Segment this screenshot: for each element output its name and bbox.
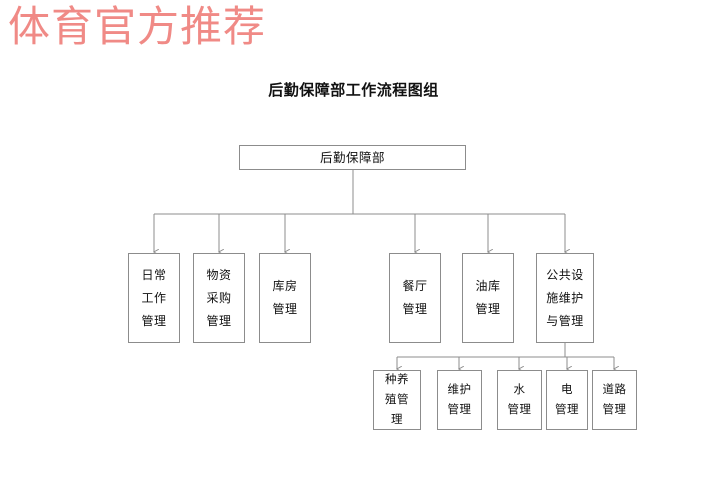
node-label: 物资 采购 管理 [206, 267, 232, 328]
node-level2-4[interactable]: 餐厅 管理 [389, 253, 441, 343]
node-level2-1[interactable]: 日常 工作 管理 [128, 253, 180, 343]
node-label: 公共设 施维护 与管理 [546, 267, 584, 328]
node-label: 种养 殖管 理 [385, 374, 409, 426]
node-level3-5[interactable]: 道路 管理 [592, 370, 637, 430]
page-title: 后勤保障部工作流程图组 [268, 83, 439, 99]
node-label: 维护 管理 [447, 384, 472, 416]
node-level2-5[interactable]: 油库 管理 [462, 253, 514, 343]
node-root[interactable]: 后勤保障部 [239, 145, 466, 170]
node-label: 餐厅 管理 [402, 279, 428, 316]
node-level3-4[interactable]: 电 管理 [546, 370, 588, 430]
node-label: 油库 管理 [475, 279, 501, 316]
watermark-text: 体育官方推荐 [8, 5, 267, 51]
node-label: 道路 管理 [602, 384, 627, 416]
node-level2-3[interactable]: 库房 管理 [259, 253, 311, 343]
node-level3-2[interactable]: 维护 管理 [437, 370, 482, 430]
node-label: 电 管理 [555, 384, 579, 416]
node-level3-3[interactable]: 水 管理 [497, 370, 542, 430]
node-level2-2[interactable]: 物资 采购 管理 [193, 253, 245, 343]
node-label: 后勤保障部 [319, 150, 385, 165]
node-label: 库房 管理 [272, 279, 298, 316]
node-label: 日常 工作 管理 [141, 267, 167, 328]
node-level3-1[interactable]: 种养 殖管 理 [373, 370, 421, 430]
node-level2-6[interactable]: 公共设 施维护 与管理 [536, 253, 594, 343]
node-label: 水 管理 [507, 384, 532, 416]
